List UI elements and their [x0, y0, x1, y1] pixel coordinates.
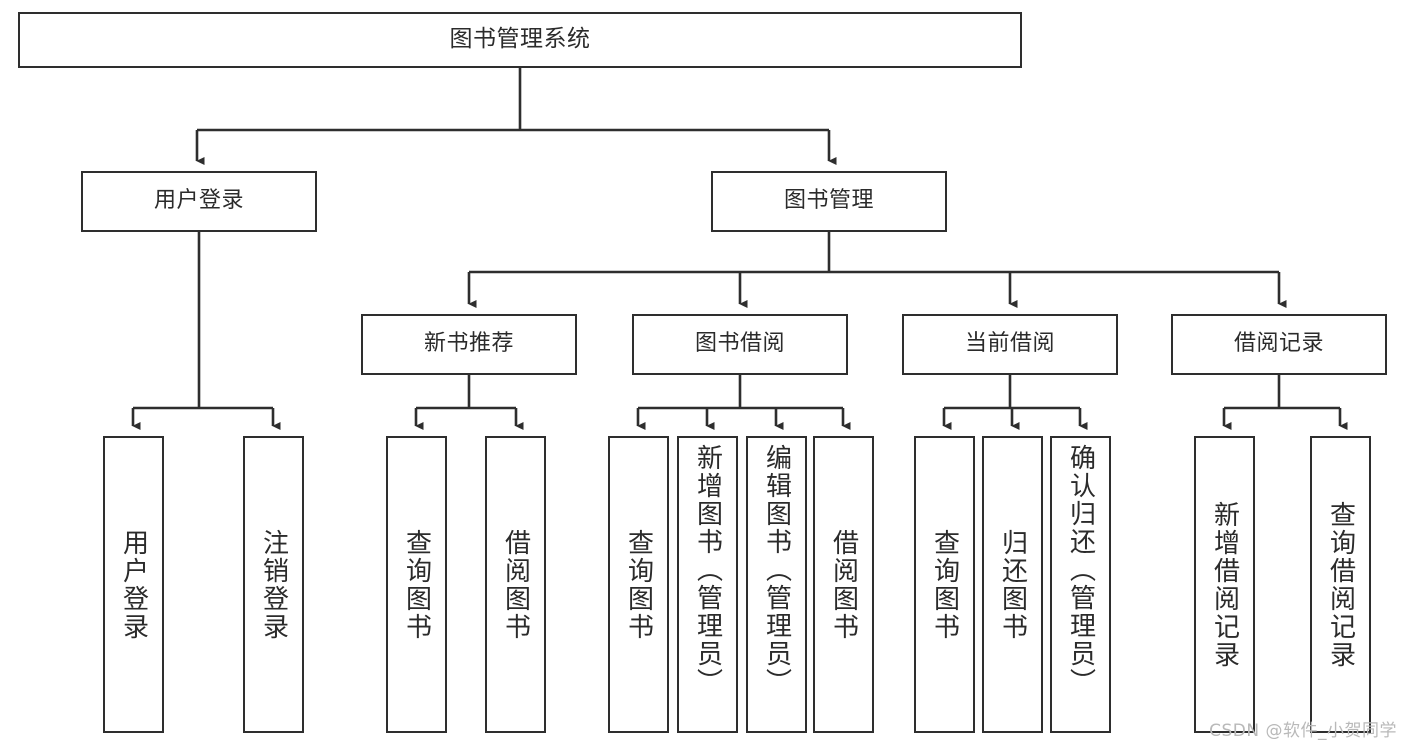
node-leaf-add-book[interactable]: 新增图书（管理员） [677, 436, 738, 733]
node-book-borrow[interactable]: 图书借阅 [632, 314, 848, 375]
node-leaf-user-login-label: 用户登录 [118, 528, 149, 641]
node-leaf-user-logout-label: 注销登录 [258, 528, 289, 641]
node-book-borrow-label: 图书借阅 [694, 331, 785, 357]
node-book-manage[interactable]: 图书管理 [711, 171, 947, 232]
node-leaf-user-login[interactable]: 用户登录 [103, 436, 164, 733]
node-root-label: 图书管理系统 [449, 26, 591, 53]
connector-root-to-level2 [195, 68, 837, 165]
connector-userlogin-to-leaves [131, 232, 281, 430]
node-leaf-query-book-borrow-label: 查询图书 [623, 528, 654, 641]
node-leaf-return-book-label: 归还图书 [997, 528, 1028, 641]
node-borrow-record-label: 借阅记录 [1233, 331, 1324, 357]
node-leaf-user-logout[interactable]: 注销登录 [243, 436, 304, 733]
node-user-login-label: 用户登录 [153, 188, 244, 214]
node-new-book-rec[interactable]: 新书推荐 [361, 314, 577, 375]
node-leaf-borrow-book-rec-label: 借阅图书 [500, 528, 531, 641]
connector-currentborrow-to-leaves [942, 375, 1088, 430]
node-leaf-add-book-label: 新增图书（管理员） [692, 444, 723, 696]
node-leaf-borrow-book-rec[interactable]: 借阅图书 [485, 436, 546, 733]
node-leaf-add-record[interactable]: 新增借阅记录 [1194, 436, 1255, 733]
connector-borrowrecord-to-leaves [1222, 375, 1348, 430]
node-book-manage-label: 图书管理 [783, 188, 874, 214]
node-leaf-borrow-book[interactable]: 借阅图书 [813, 436, 874, 733]
node-user-login[interactable]: 用户登录 [81, 171, 317, 232]
node-leaf-return-book[interactable]: 归还图书 [982, 436, 1043, 733]
node-current-borrow-label: 当前借阅 [964, 331, 1055, 357]
node-leaf-confirm-return-label: 确认归还（管理员） [1065, 444, 1096, 696]
node-leaf-query-book-rec-label: 查询图书 [401, 528, 432, 641]
node-leaf-edit-book-label: 编辑图书（管理员） [761, 444, 792, 696]
node-current-borrow[interactable]: 当前借阅 [902, 314, 1118, 375]
node-leaf-query-book-rec[interactable]: 查询图书 [386, 436, 447, 733]
node-leaf-query-book-cur[interactable]: 查询图书 [914, 436, 975, 733]
connector-bookborrow-to-leaves [636, 375, 851, 430]
node-leaf-query-record-label: 查询借阅记录 [1325, 500, 1356, 669]
connector-bookmanage-to-level3 [467, 232, 1287, 308]
node-leaf-query-book-cur-label: 查询图书 [929, 528, 960, 641]
node-leaf-query-book-borrow[interactable]: 查询图书 [608, 436, 669, 733]
node-borrow-record[interactable]: 借阅记录 [1171, 314, 1387, 375]
node-leaf-add-record-label: 新增借阅记录 [1209, 500, 1240, 669]
watermark-text: CSDN @软件_小贺同学 [1209, 721, 1397, 741]
node-new-book-rec-label: 新书推荐 [423, 331, 514, 357]
node-leaf-confirm-return[interactable]: 确认归还（管理员） [1050, 436, 1111, 733]
node-leaf-query-record[interactable]: 查询借阅记录 [1310, 436, 1371, 733]
node-leaf-edit-book[interactable]: 编辑图书（管理员） [746, 436, 807, 733]
node-root[interactable]: 图书管理系统 [18, 12, 1022, 68]
connector-newbook-to-leaves [414, 375, 524, 430]
node-leaf-borrow-book-label: 借阅图书 [828, 528, 859, 641]
